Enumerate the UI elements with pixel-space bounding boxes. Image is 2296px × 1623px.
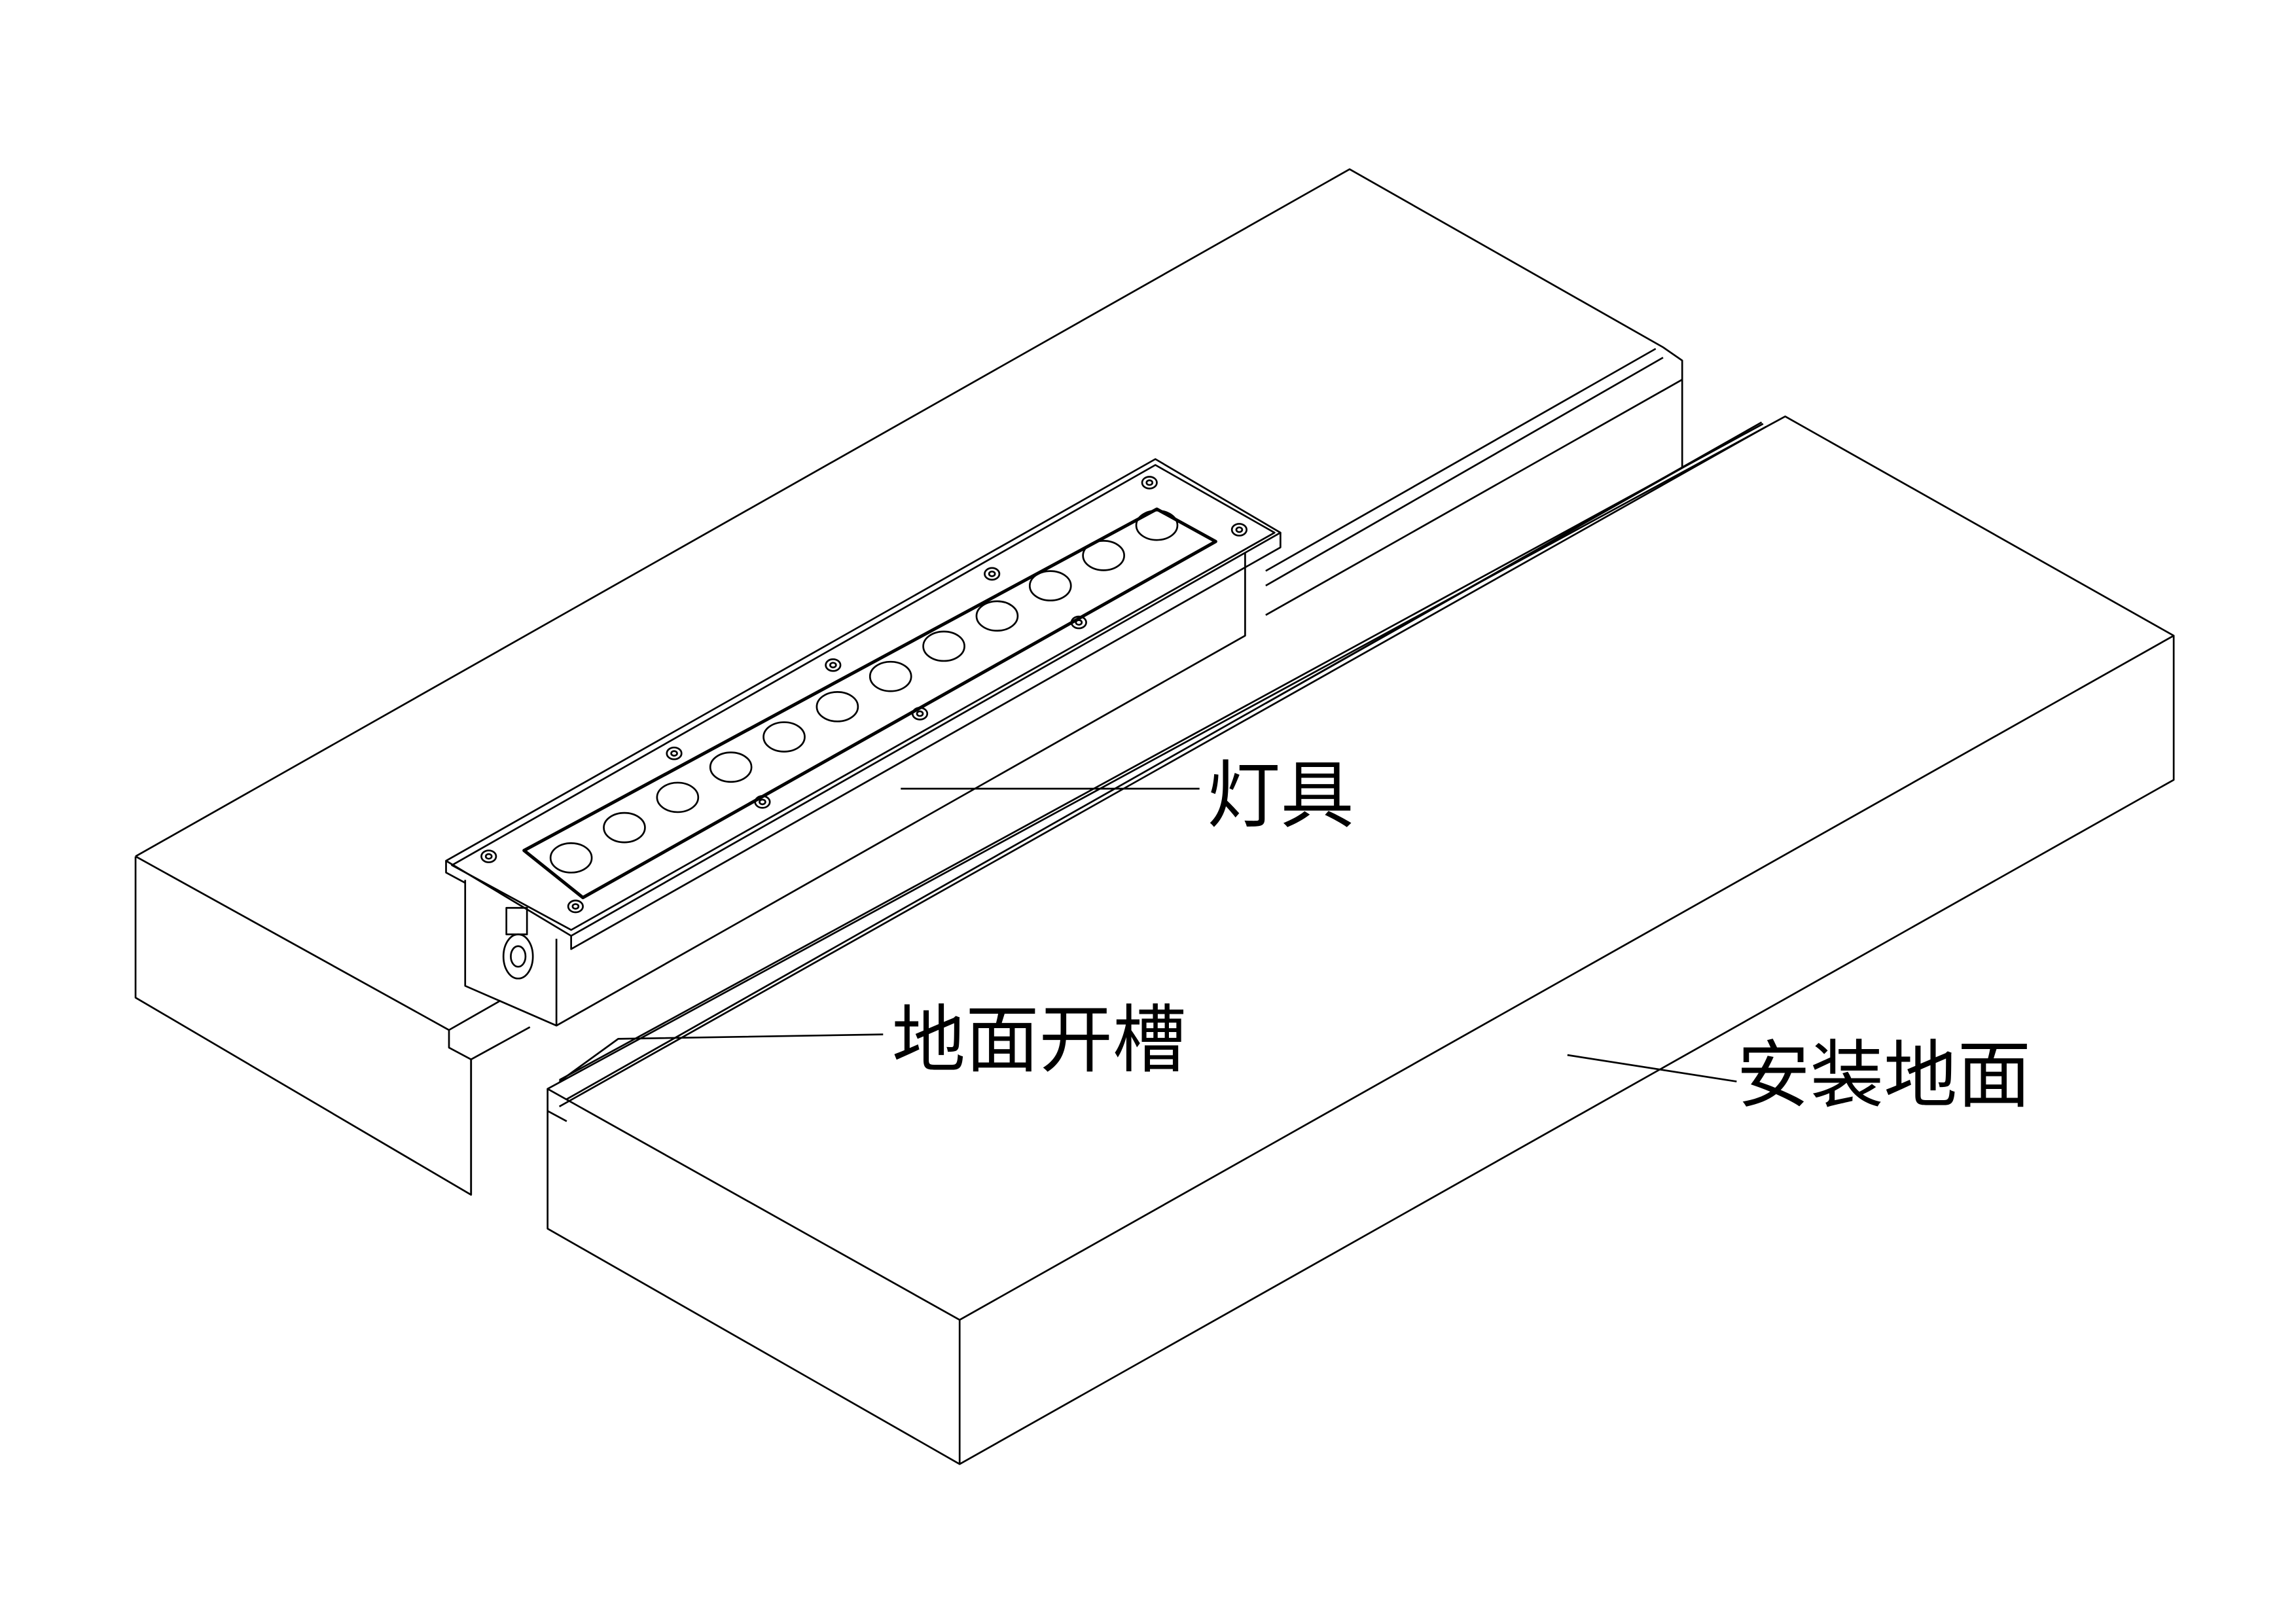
led-lens — [656, 781, 700, 813]
screw-icon — [480, 849, 497, 863]
fixture-label: 灯具 — [1207, 753, 1354, 839]
fixture-body — [464, 550, 1246, 1027]
led-lens — [816, 691, 859, 722]
led-lens — [1082, 540, 1125, 571]
screw-icon — [911, 707, 929, 721]
led-lens — [603, 812, 646, 844]
screw-icon — [825, 658, 842, 672]
ground-leader — [1567, 1054, 1737, 1082]
lens-strip — [522, 507, 1217, 900]
groove-leader — [558, 1033, 884, 1082]
led-lens — [1028, 570, 1072, 601]
led-lens — [709, 751, 753, 783]
led-lens — [549, 842, 593, 874]
right-ground-slab — [547, 415, 2175, 1465]
screw-icon — [1070, 615, 1087, 630]
ground-label: 安装地面 — [1736, 1033, 2031, 1118]
screw-icon — [754, 795, 771, 809]
cable-gland — [502, 933, 534, 980]
led-lens — [1135, 509, 1179, 541]
led-lens — [762, 721, 806, 753]
groove-label: 地面开槽 — [892, 997, 1187, 1083]
screw-icon — [666, 746, 683, 760]
screw-icon — [984, 567, 1001, 581]
led-lens — [922, 630, 965, 662]
led-lens — [975, 600, 1019, 632]
connector-box — [505, 906, 528, 936]
screw-icon — [1141, 476, 1158, 490]
fixture-flange — [445, 458, 1282, 937]
light-fixture — [445, 458, 1282, 1027]
leader-lines — [558, 787, 1737, 1082]
screw-icon — [567, 899, 584, 914]
led-lens — [869, 660, 912, 692]
screw-icon — [1230, 523, 1247, 537]
